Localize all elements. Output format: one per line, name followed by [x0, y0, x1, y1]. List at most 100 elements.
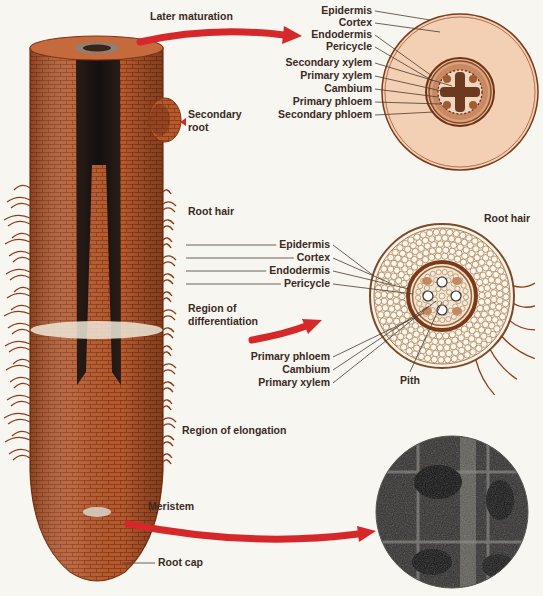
stele-cell: [428, 315, 433, 320]
root-hair: [6, 269, 30, 274]
leader-line: [186, 271, 266, 272]
cortex-cell: [449, 248, 455, 254]
cortex-cell: [503, 294, 509, 300]
part-label: Epidermis: [321, 4, 372, 17]
cortex-cell: [476, 266, 482, 272]
cortex-cell: [442, 253, 448, 259]
stele-cell: [424, 285, 429, 290]
part-label: Primary phloem: [251, 350, 330, 363]
cortex-cell: [387, 299, 393, 305]
root-hair: [502, 336, 535, 358]
cortex-cell: [472, 238, 478, 244]
cortex-cell: [385, 272, 391, 278]
part-label: Cambium: [324, 82, 372, 95]
root-hair: [163, 238, 172, 242]
cortex-cell: [498, 268, 504, 274]
cortex-cell: [494, 326, 500, 332]
cortex-cell: [470, 349, 476, 355]
cortex-cell: [384, 311, 390, 317]
root-hair: [163, 388, 173, 392]
root-hair: [7, 197, 30, 202]
cortex-cell: [413, 345, 419, 351]
part-label: Primary phloem: [293, 95, 372, 108]
leader-line: [333, 301, 436, 383]
cortex-cell: [443, 247, 449, 253]
stele-cell: [463, 295, 468, 300]
primary-xylem: [451, 291, 461, 301]
cortex-cell: [433, 229, 439, 235]
root-hair: [9, 251, 30, 256]
cortex-cell: [426, 349, 432, 355]
part-label: Root hair: [484, 212, 530, 225]
root-hair: [5, 437, 30, 442]
cortex-cell: [448, 236, 454, 242]
part-label: Endodermis: [311, 28, 372, 41]
root-hair: [163, 418, 176, 422]
root-hair: [163, 346, 172, 350]
cortex-cell: [480, 272, 486, 278]
root-hair: [8, 323, 30, 328]
root-hair: [14, 185, 30, 190]
cortex-cell: [451, 356, 457, 362]
root-hair: [14, 287, 30, 292]
mature-section: [382, 14, 538, 170]
cortex-cell: [495, 262, 501, 268]
cortex-cell: [420, 232, 426, 238]
root-hair: [10, 377, 30, 382]
part-label: Endodermis: [269, 264, 330, 277]
endodermis-ring: [408, 262, 476, 330]
leader-line: [186, 284, 281, 285]
primary-xylem: [437, 277, 447, 287]
stele-cell: [436, 270, 441, 275]
cortex-cell: [446, 350, 452, 356]
cortex-cell: [454, 256, 460, 262]
arrow-head: [282, 26, 302, 44]
photo-ground: [376, 436, 528, 588]
stele-cell: [463, 289, 468, 294]
cortex-cell: [432, 338, 438, 344]
root-hair: [163, 262, 175, 266]
root-body: [30, 48, 163, 581]
primary-phloem: [469, 75, 477, 83]
cortex-cell: [445, 338, 451, 344]
arrow-head: [357, 526, 376, 542]
cortex-cell: [485, 292, 491, 298]
primary-phloem: [469, 101, 477, 109]
cortex-cell: [438, 339, 444, 345]
cortex-cell: [477, 305, 483, 311]
part-label: Secondary xylem: [286, 56, 372, 69]
cortex-cell: [428, 254, 434, 260]
root-hair: [4, 413, 30, 418]
root-hair: [5, 341, 30, 346]
cortex-cell: [488, 309, 494, 315]
leader-line: [333, 258, 392, 284]
cortex-cell: [406, 348, 412, 354]
cortex-cell: [458, 354, 464, 360]
stele-cell: [451, 314, 456, 319]
leader-line: [375, 102, 441, 104]
cortex-cell: [484, 298, 490, 304]
stele-cells: [415, 270, 468, 323]
root-hair: [13, 257, 30, 262]
root-hair: [9, 347, 30, 352]
cortex-cell: [442, 235, 448, 241]
root-hair: [6, 365, 30, 370]
root-hairs: [4, 185, 176, 464]
root-hair: [163, 460, 171, 464]
part-label: Region of differentiation: [188, 302, 280, 328]
cortex-cell: [499, 314, 505, 320]
cortex-cell: [488, 277, 494, 283]
root-hair: [163, 208, 175, 212]
root-hair: [163, 352, 171, 356]
photo-border: [376, 436, 528, 588]
part-label: Primary xylem: [258, 376, 330, 389]
root-hair: [163, 256, 176, 260]
root-hair: [11, 305, 30, 310]
cortex-cell: [503, 287, 509, 293]
part-label: Secondary root: [188, 108, 248, 134]
leader-line: [375, 35, 432, 76]
root-hair: [163, 280, 173, 284]
cortex-cell: [437, 345, 443, 351]
differentiation-band: [31, 321, 163, 339]
arrow-head: [302, 319, 322, 334]
